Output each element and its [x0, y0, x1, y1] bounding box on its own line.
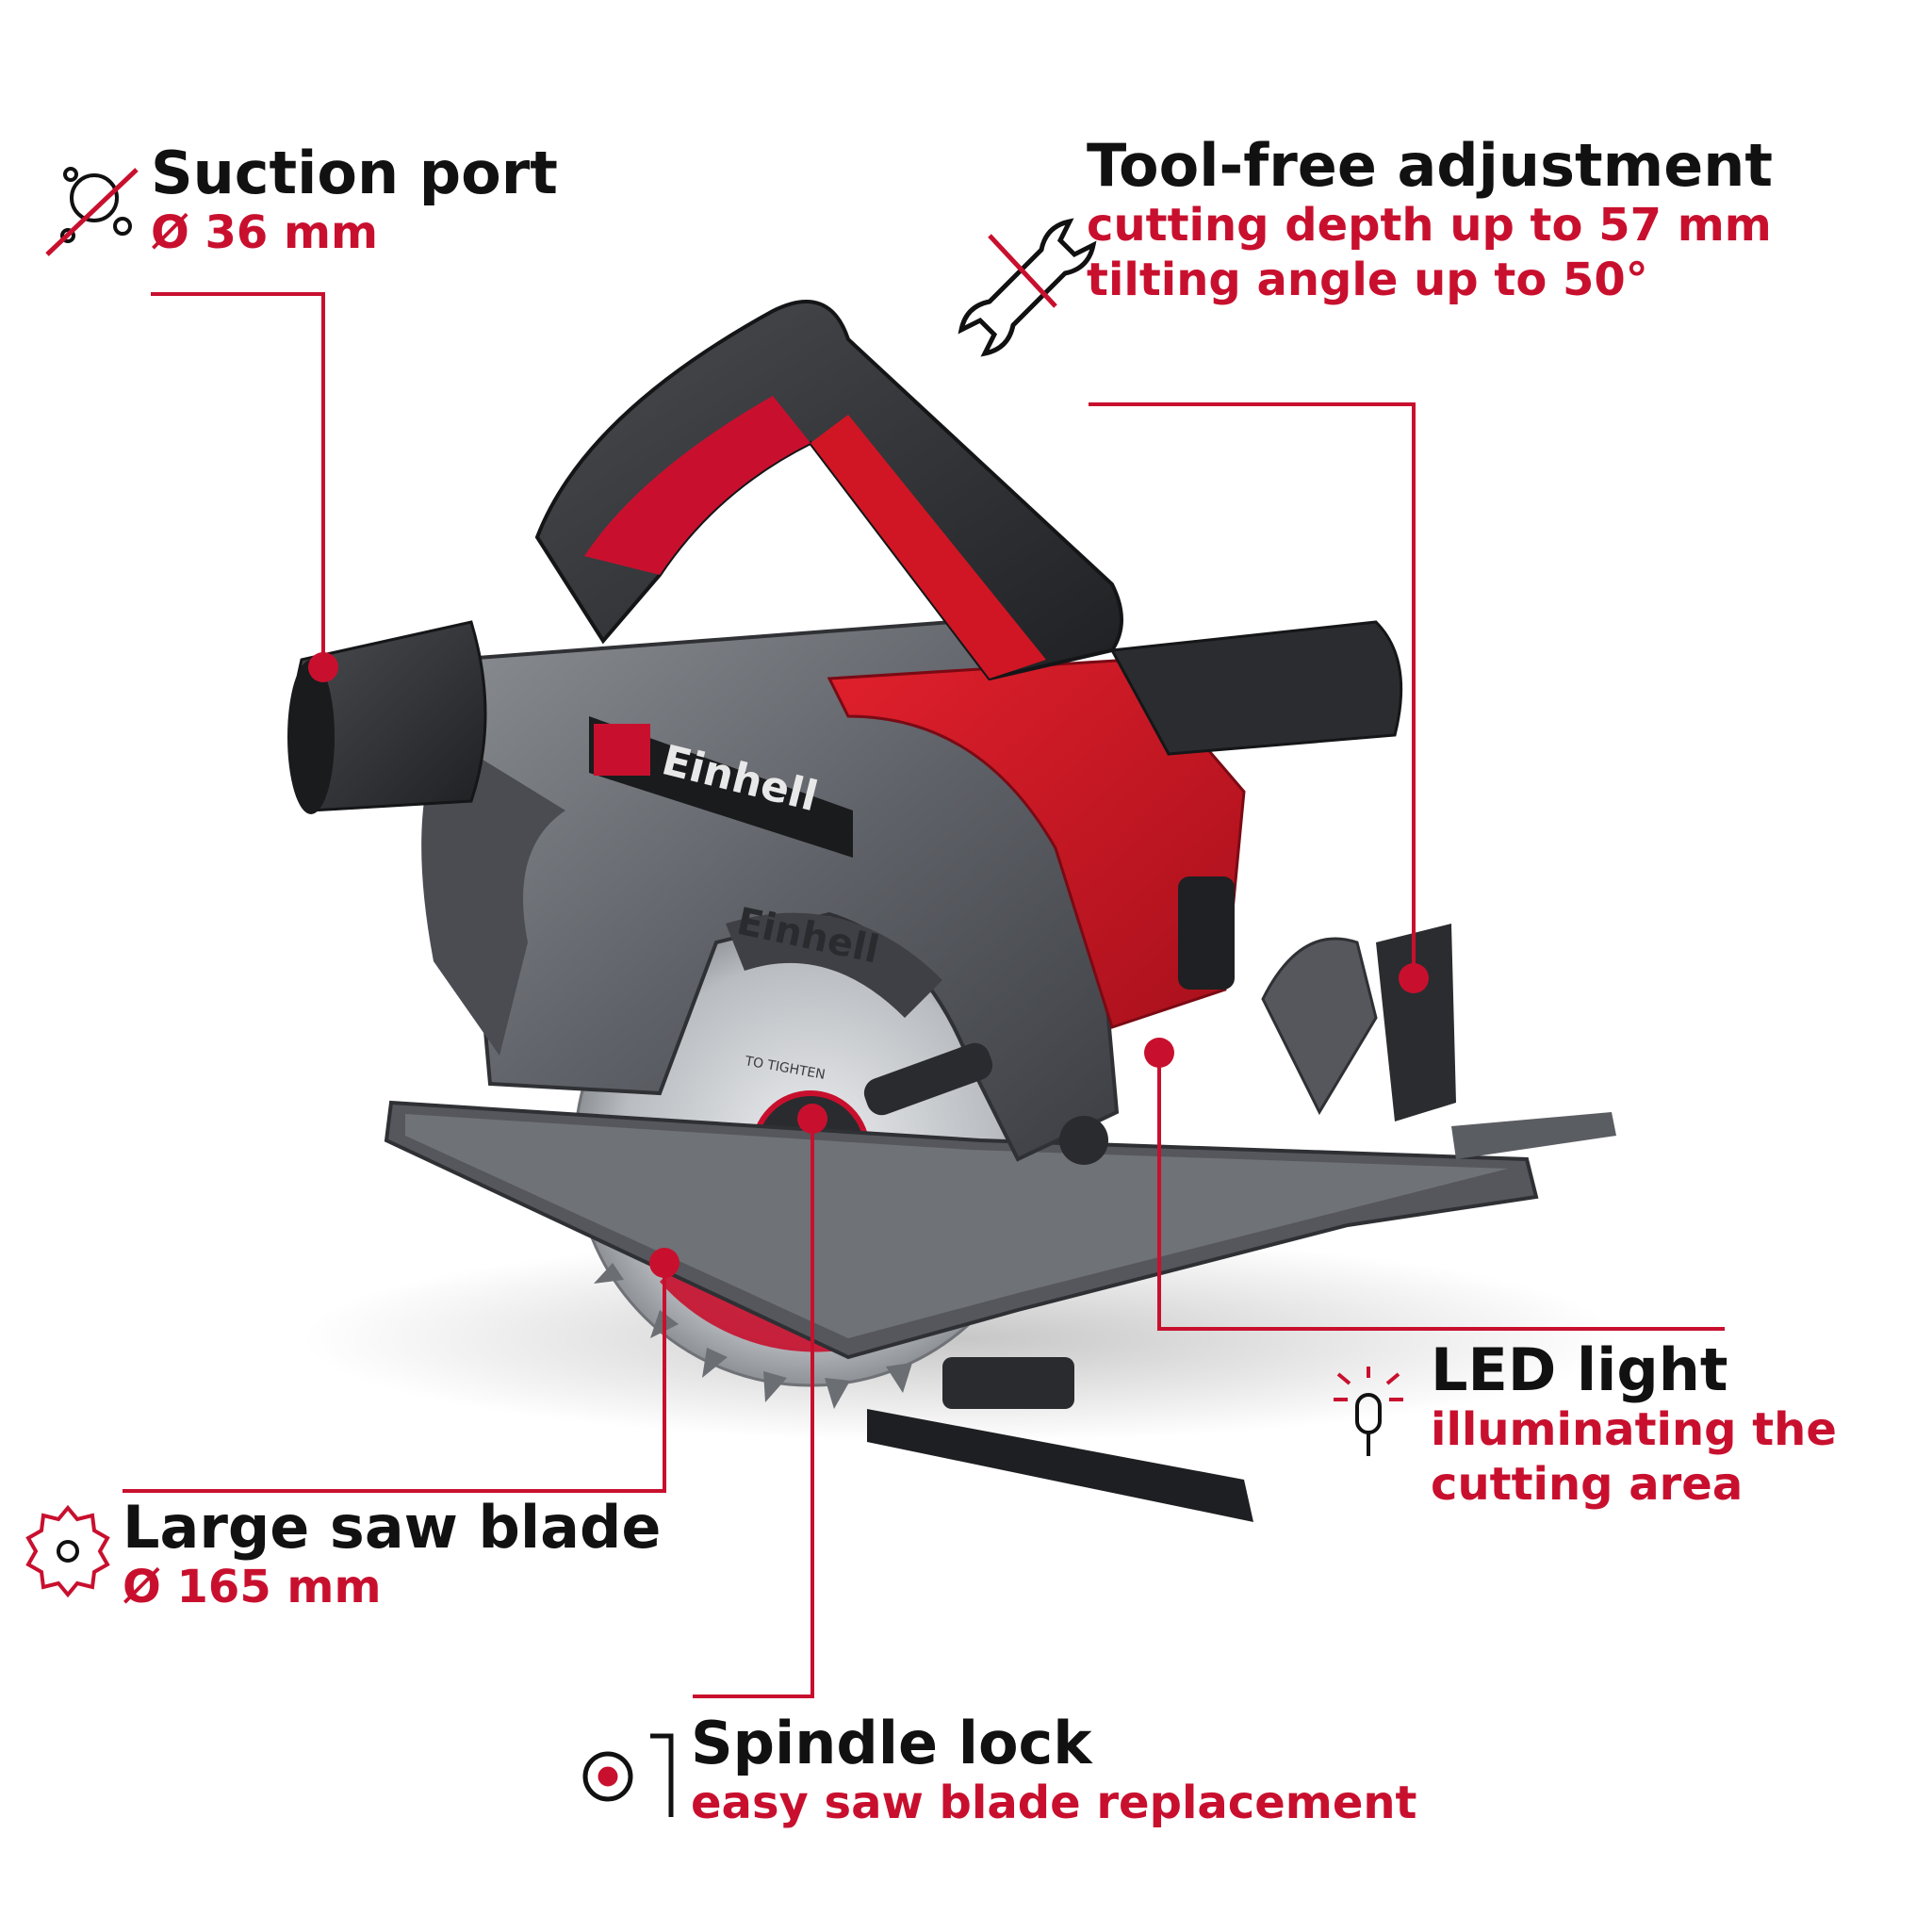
feature-title: Large saw blade — [123, 1493, 662, 1562]
dot-tool-free — [1399, 963, 1429, 993]
feature-led-light: LED light illuminating the cutting area — [1431, 1336, 1837, 1512]
feature-detail: illuminating the — [1431, 1403, 1837, 1457]
saw-blade-icon — [25, 1504, 110, 1598]
leader-dots — [308, 652, 1429, 1278]
feature-detail: cutting depth up to 57 mm — [1087, 199, 1772, 253]
feature-spindle-lock: Spindle lock easy saw blade replacement — [691, 1710, 1416, 1831]
feature-title: LED light — [1431, 1335, 1728, 1404]
leader-tool-free — [1089, 402, 1416, 978]
motor-housing — [827, 658, 1246, 1029]
dot-suction-port — [308, 652, 338, 682]
feature-detail: tilting angle up to 50° — [1087, 253, 1648, 306]
adjustment-levers — [863, 924, 1456, 1165]
leader-spindle — [693, 1119, 814, 1698]
handle — [534, 300, 1403, 756]
feature-detail: Ø 165 mm — [123, 1561, 382, 1614]
dust-suction-icon — [45, 167, 139, 256]
feature-tool-free-adjustment: Tool-free adjustment cutting depth up to… — [1087, 132, 1773, 307]
leader-led — [1157, 1053, 1725, 1331]
base-plate — [384, 1100, 1616, 1522]
feature-detail: Ø 36 mm — [151, 206, 379, 260]
feature-title: Suction port — [151, 139, 558, 207]
feature-detail: cutting area — [1431, 1457, 1744, 1511]
feature-detail: easy saw blade replacement — [691, 1776, 1417, 1830]
feature-title: Tool-free adjustment — [1087, 131, 1774, 200]
dot-led — [1144, 1038, 1174, 1068]
leader-lines — [123, 292, 1725, 1698]
feature-suction-port: Suction port Ø 36 mm — [151, 139, 558, 261]
feature-large-saw-blade: Large saw blade Ø 165 mm — [123, 1494, 661, 1615]
spindle-lock-icon — [582, 1733, 674, 1817]
led-bulb-icon — [1334, 1367, 1403, 1456]
blade-teeth — [565, 1206, 912, 1409]
wrench-icon — [958, 218, 1097, 357]
leader-saw-blade — [123, 1263, 666, 1493]
dot-spindle — [797, 1104, 827, 1134]
dot-saw-blade — [649, 1248, 679, 1278]
feature-title: Spindle lock — [691, 1709, 1092, 1777]
suction-port-tube — [287, 620, 487, 814]
leader-suction-port — [151, 292, 325, 667]
